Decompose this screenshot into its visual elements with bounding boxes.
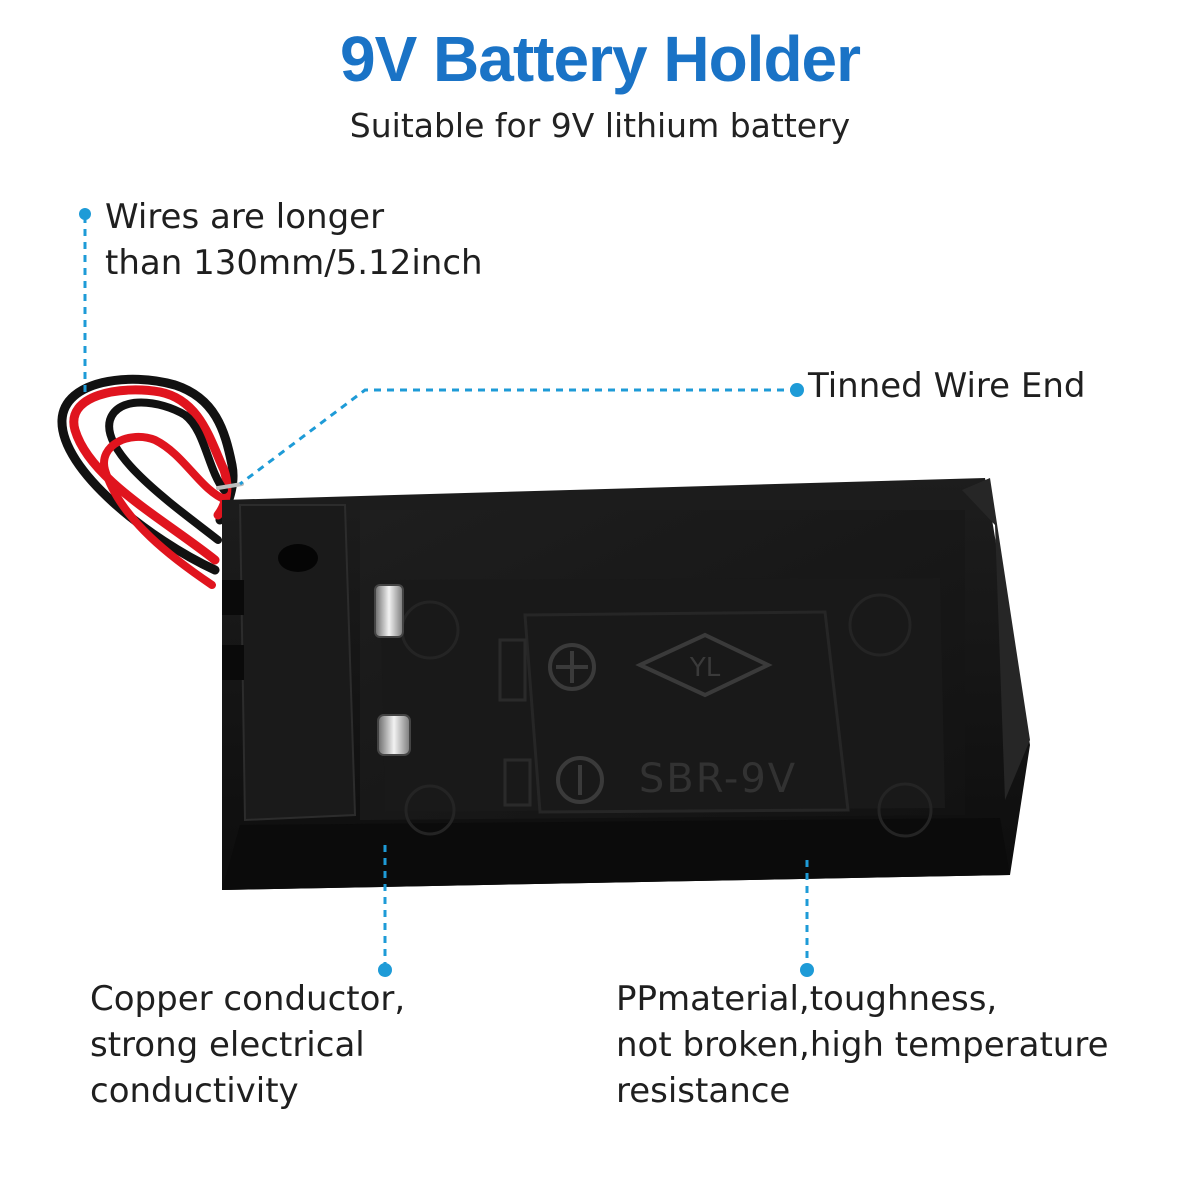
negative-contact [377,714,411,756]
leader-tinned [239,388,797,486]
diamond-logo: YL [635,632,773,698]
black-wire [57,374,238,575]
battery-holder: YL SBR-9V [222,478,1030,890]
callout-tinned: Tinned Wire End [808,363,1085,409]
terminal-cap [238,504,357,822]
tinned-wire-end [216,482,244,490]
embossed-model: SBR-9V [639,756,797,802]
leader-dots [79,208,814,977]
callout-wires: Wires are longer than 130mm/5.12inch [105,194,483,286]
page-title: 9V Battery Holder [339,23,861,95]
callout-copper: Copper conductor, strong electrical cond… [90,976,405,1114]
page-subtitle: Suitable for 9V lithium battery [349,106,851,145]
dot-pp [800,963,814,977]
embossed-brand: YL [689,653,721,683]
callout-copper-line1: Copper conductor, [90,979,406,1019]
callout-wires-line2: than 130mm/5.12inch [105,243,483,283]
callout-wires-line1: Wires are longer [105,197,385,237]
wire-bundle [57,374,244,589]
callout-pp-line3: resistance [616,1071,791,1111]
positive-contact [374,584,404,638]
black-wire-2 [105,398,228,544]
end-wall [962,478,1030,800]
callout-pp-material: PPmaterial,toughness, not broken,high te… [616,976,1109,1114]
leader-lines [83,216,809,968]
callout-pp-line1: PPmaterial,toughness, [616,979,998,1019]
red-wire [69,385,232,565]
callout-copper-line3: conductivity [90,1071,299,1111]
dot-copper [378,963,392,977]
callout-tinned-line1: Tinned Wire End [808,366,1086,406]
dot-tinned [790,383,804,397]
callout-pp-line2: not broken,high temperature [616,1025,1109,1065]
dot-wires [79,208,91,220]
minus-symbol [556,756,604,804]
plus-symbol [548,643,596,691]
callout-copper-line2: strong electrical [90,1025,365,1065]
red-wire-2 [100,432,230,589]
